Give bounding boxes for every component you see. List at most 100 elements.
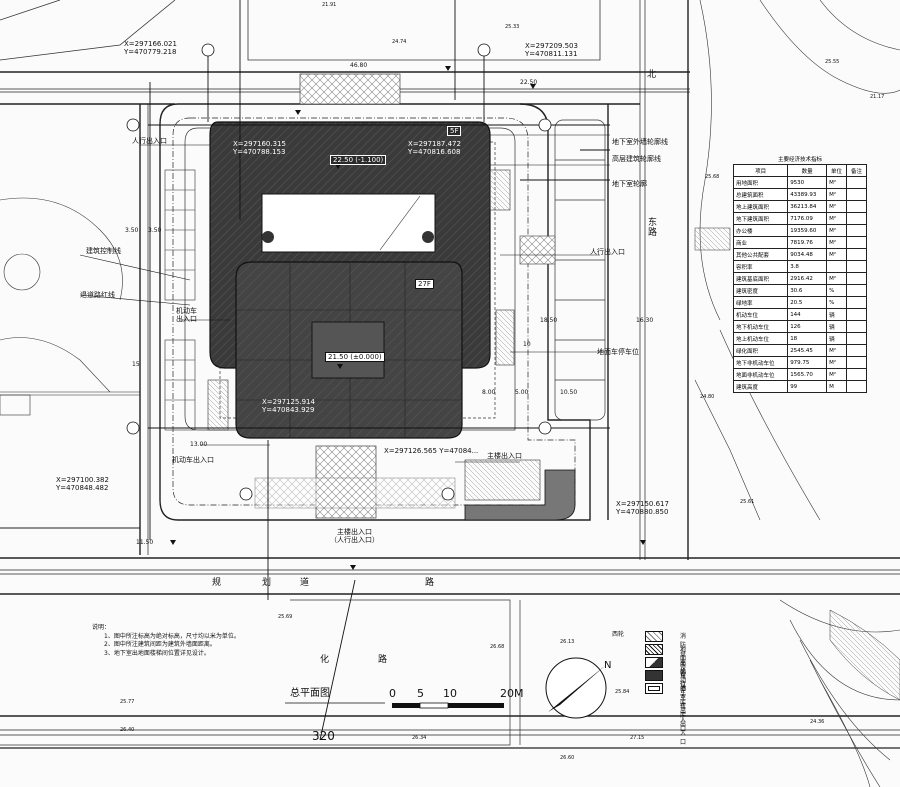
table-cell: M² xyxy=(826,344,848,357)
table-caption: 主要经济技术指标 xyxy=(777,157,822,163)
setback-line-callout: 退道路红线 xyxy=(80,291,115,299)
west-landscape xyxy=(0,197,123,416)
table-cell: M² xyxy=(826,236,848,249)
vehicle-entrance-callout: 机动车出入口 xyxy=(172,456,214,464)
table-cell: 126 xyxy=(787,320,828,333)
fire-climbing-areas xyxy=(254,73,456,519)
legend-label: 非机动停车位 xyxy=(680,659,687,711)
spot-level: 24.36 xyxy=(810,719,825,725)
legend-swatch xyxy=(645,670,663,681)
site-boundary xyxy=(159,103,591,521)
table-cell: M² xyxy=(826,176,848,189)
table-cell xyxy=(846,380,867,393)
table-cell: 979.75 xyxy=(787,356,828,369)
scale-bar xyxy=(285,702,504,709)
coordinate-label: X=297100.382 Y=470848.482 xyxy=(56,476,109,493)
west-parking xyxy=(164,169,515,431)
table-cell: 绿化面积 xyxy=(732,344,789,357)
pedestrian-entrance-callout: 人行出入口 xyxy=(132,137,167,145)
table-cell: 地下机动车位 xyxy=(732,320,789,333)
coordinate-label: X=297166.021 Y=470779.218 xyxy=(124,40,177,57)
table-cell xyxy=(846,248,867,261)
basement-outline-callout: 地下室轮廓 xyxy=(612,180,647,188)
dimension-label: 8.00 xyxy=(482,389,496,396)
table-cell: 建筑基底面积 xyxy=(732,272,789,285)
table-cell: 地上建筑面积 xyxy=(732,200,789,213)
dimension-label: 3.50 xyxy=(125,227,139,234)
legend-label: 地面停车位 xyxy=(680,646,687,689)
south-parcels xyxy=(0,599,521,746)
table-cell: 辆 xyxy=(826,320,848,333)
dimension-label: 18.50 xyxy=(540,317,558,324)
table-cell xyxy=(826,260,848,273)
table-cell: 地面非机动车位 xyxy=(732,368,789,381)
dimension-label: 13.00 xyxy=(190,441,208,448)
east-contours xyxy=(694,0,900,787)
table-cell xyxy=(846,236,867,249)
table-header-cell: 项目 xyxy=(732,164,789,177)
table-cell xyxy=(846,260,867,273)
table-cell: 7176.09 xyxy=(787,212,828,225)
table-cell: 地上机动车位 xyxy=(732,332,789,345)
scale-label-5: 5 xyxy=(417,687,424,700)
east-road xyxy=(607,0,689,560)
table-cell: M² xyxy=(826,188,848,201)
legend-label: 自行车库出入口 xyxy=(680,672,687,733)
road-label: 规 xyxy=(212,578,222,588)
table-cell: 144 xyxy=(787,308,828,321)
coordinate-label: X=297150.617 Y=470880.850 xyxy=(616,500,669,517)
table-header-cell: 数量 xyxy=(787,164,828,177)
table-cell xyxy=(846,176,867,189)
dimension-label: 10.50 xyxy=(560,389,578,396)
spot-level: 21.17 xyxy=(870,94,885,100)
table-cell: % xyxy=(826,296,848,309)
leader-lines xyxy=(79,134,610,463)
table-cell: 99 xyxy=(787,380,828,393)
table-cell: M² xyxy=(826,212,848,225)
table-cell: 2916.42 xyxy=(787,272,828,285)
table-cell xyxy=(846,296,867,309)
table-cell xyxy=(846,320,867,333)
spot-level: 26.40 xyxy=(120,727,135,733)
table-cell: 3.8 xyxy=(787,260,828,273)
spot-level: 24.80 xyxy=(700,394,715,400)
spot-level: 21.91 xyxy=(322,2,337,8)
table-cell xyxy=(846,332,867,345)
dimension-label: 15 xyxy=(132,361,140,368)
axis-lines xyxy=(148,0,610,741)
table-cell: 7819.76 xyxy=(787,236,828,249)
table-cell: 36213.84 xyxy=(787,200,828,213)
pedestrian-entrance-right-callout: 人行出入口 xyxy=(590,248,625,256)
note-line: 3、地下室出地面楼梯间位置详见设计。 xyxy=(104,649,210,657)
table-cell: 1565.70 xyxy=(787,368,828,381)
note-line: 2、图中所注建筑间距为建筑外墙面距离。 xyxy=(104,641,216,648)
spot-level: 25.61 xyxy=(740,499,755,505)
table-header-row: 项目 数量 单位 备注 xyxy=(732,164,867,177)
legend-swatch xyxy=(645,644,663,655)
table-cell: 20.5 xyxy=(787,296,828,309)
ramp-entrance-callout: 主楼出入口 xyxy=(487,452,522,460)
table-cell: M² xyxy=(826,272,848,285)
east-hatch-slope xyxy=(694,227,900,701)
dimension-label: 46.80 xyxy=(350,62,368,69)
road-label: 路 xyxy=(378,655,388,665)
podium-elevation-label: 22.50 (-1.100) xyxy=(330,155,387,166)
table-cell xyxy=(846,212,867,225)
main-entrance-callout: 主楼出入口 （人行出入口） xyxy=(330,528,379,545)
ground-parking-callout: 地面车停车位 xyxy=(597,348,639,356)
table-cell xyxy=(846,200,867,213)
table-cell: 9530 xyxy=(787,176,828,189)
table-cell: 其他公共配套 xyxy=(732,248,789,261)
legend-label: 消防登高面 xyxy=(680,633,687,676)
table-cell xyxy=(846,344,867,357)
